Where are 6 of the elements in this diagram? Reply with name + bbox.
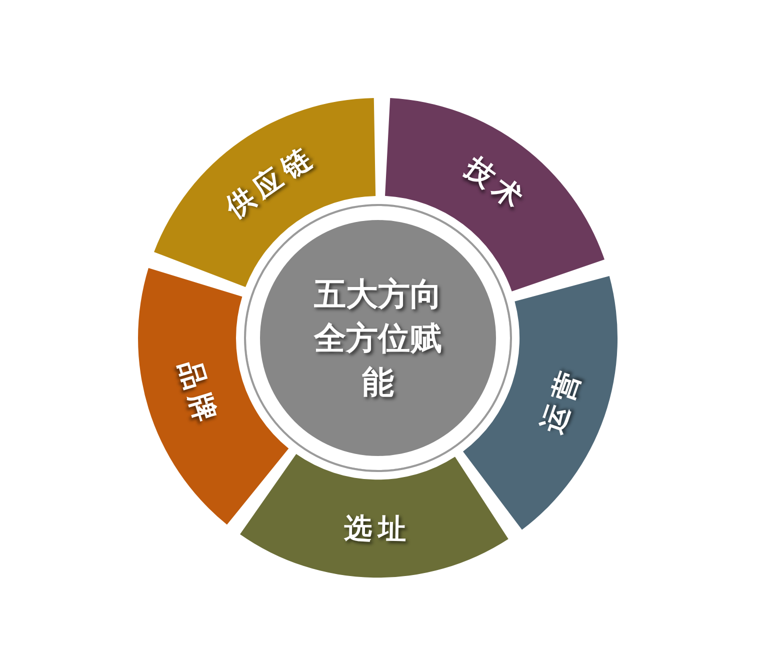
segment-label: 运营 <box>533 362 589 438</box>
segment-label: 技术 <box>458 150 534 221</box>
segment-label: 品牌 <box>172 356 226 432</box>
segment-label: 供应链 <box>218 137 324 226</box>
segment-label: 选址 <box>343 510 412 548</box>
center-title: 五大方向全方位赋能 <box>312 274 443 403</box>
